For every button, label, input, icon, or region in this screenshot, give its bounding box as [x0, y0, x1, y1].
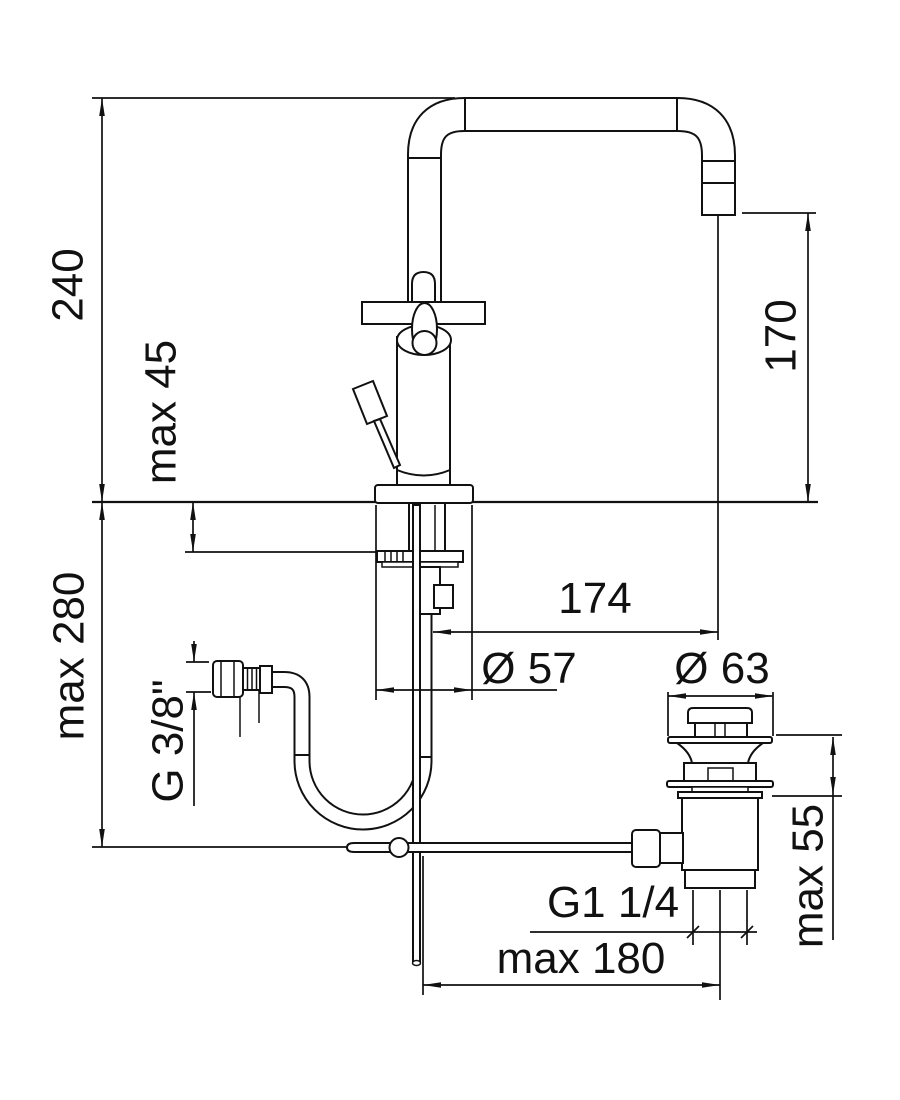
rod-ball-joint [388, 837, 410, 858]
cross-handle-front-ball [411, 330, 438, 356]
dim-label-174: 174 [558, 574, 631, 623]
dim-label-dia-63: Ø 63 [674, 644, 769, 693]
cross-handle-top-knob [411, 270, 436, 303]
vertical-pull-rod [412, 504, 421, 963]
flex-hose-outline [272, 614, 433, 831]
side-lever-paddle [351, 379, 389, 426]
drain-body [681, 797, 759, 871]
faucet-spout [407, 97, 736, 322]
spout-tube-fill [409, 99, 734, 322]
drain-collar-upper [666, 780, 774, 788]
body-cylinder [396, 336, 451, 486]
drain-funnel [673, 742, 767, 764]
dimension-lines [186, 212, 842, 1000]
g114-tick-right [740, 925, 754, 939]
drain-slot [707, 767, 734, 782]
drain-plug-cap [687, 707, 753, 724]
reference-lines [92, 97, 818, 848]
supply-hex-nut [212, 660, 244, 698]
g114-tick-left [686, 925, 700, 939]
dimension-labels: 240 max 45 max 280 170 174 Ø 57 Ø 63 G 3… [44, 248, 833, 983]
dim-label-max-180: max 180 [497, 934, 666, 983]
pop-up-rod-assembly [345, 504, 633, 967]
drain-assembly [631, 707, 774, 889]
dim-label-170: 170 [757, 299, 806, 372]
dim-label-g-three-eighths: G 3/8" [144, 679, 193, 802]
dim-label-max-45: max 45 [137, 340, 186, 484]
dim-label-max-55: max 55 [784, 804, 833, 948]
rod-coupling-outer [631, 829, 661, 868]
hose-collar [259, 665, 273, 694]
faucet-body [351, 270, 486, 504]
dim-label-height-240: 240 [44, 248, 93, 321]
drain-plug-stem [694, 722, 748, 738]
body-bottom-curve [396, 469, 451, 477]
supply-hose [212, 614, 433, 831]
rod-coupling-inner [659, 832, 684, 864]
dim-label-max-280: max 280 [45, 572, 94, 741]
spout-tube-outline [407, 97, 736, 322]
shank-nut [433, 584, 454, 609]
drain-tailpiece [684, 869, 756, 889]
dim-label-dia-57: Ø 57 [481, 644, 576, 693]
dim-label-g1-quarter: G1 1/4 [547, 878, 679, 927]
base-escutcheon [374, 484, 474, 504]
pull-rod-end-cap [411, 959, 422, 967]
side-lever-stem [372, 417, 402, 470]
horizontal-rod [345, 842, 633, 853]
